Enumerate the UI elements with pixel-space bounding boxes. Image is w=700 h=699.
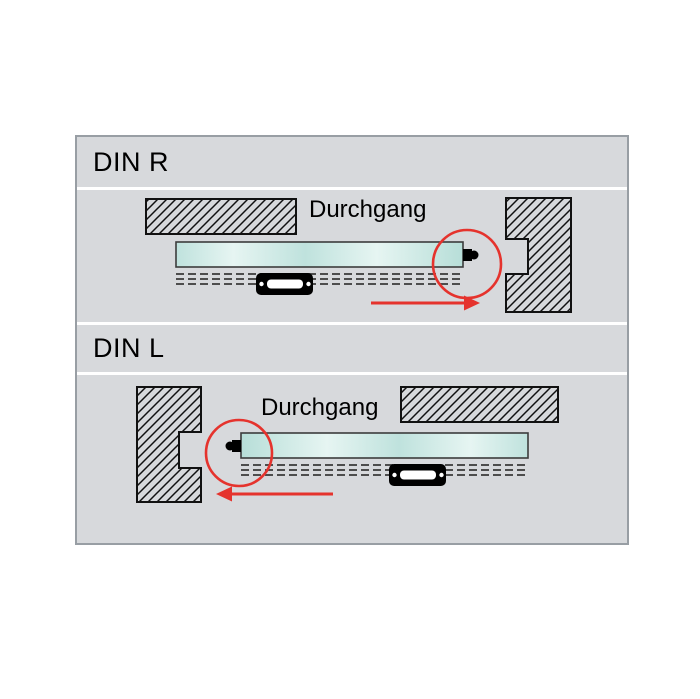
passage-label: Durchgang bbox=[309, 196, 427, 223]
din-l-drawing bbox=[136, 386, 559, 503]
direction-arrow-left bbox=[216, 486, 333, 502]
divider bbox=[77, 322, 627, 325]
wall-lintel bbox=[400, 386, 559, 423]
panel-title-din-r: DIN R bbox=[93, 146, 169, 177]
wall-jamb-left bbox=[136, 386, 202, 503]
door-handle bbox=[389, 464, 446, 486]
din-r-drawing bbox=[145, 197, 572, 313]
direction-arrow-right bbox=[371, 295, 480, 311]
din-direction-diagram: DIN R bbox=[75, 135, 629, 545]
passage-label: Durchgang bbox=[261, 394, 379, 421]
track-dashes bbox=[176, 273, 463, 285]
highlight-circle bbox=[204, 418, 274, 488]
door-pin bbox=[225, 440, 241, 452]
panel-din-r-diagram: Durchgang bbox=[77, 190, 627, 322]
panel-header-din-r: DIN R bbox=[77, 137, 627, 187]
track-dashes bbox=[241, 464, 528, 476]
panel-din-l-diagram: Durchgang bbox=[77, 375, 627, 544]
wall-lintel bbox=[145, 198, 297, 235]
divider bbox=[77, 187, 627, 190]
door-handle bbox=[256, 273, 313, 295]
glass-door bbox=[175, 241, 464, 268]
wall-jamb-right bbox=[505, 197, 572, 313]
divider bbox=[77, 372, 627, 375]
glass-door bbox=[240, 432, 529, 459]
door-pin bbox=[463, 249, 479, 261]
panel-title-din-l: DIN L bbox=[93, 333, 165, 363]
panel-header-din-l: DIN L bbox=[77, 325, 627, 372]
